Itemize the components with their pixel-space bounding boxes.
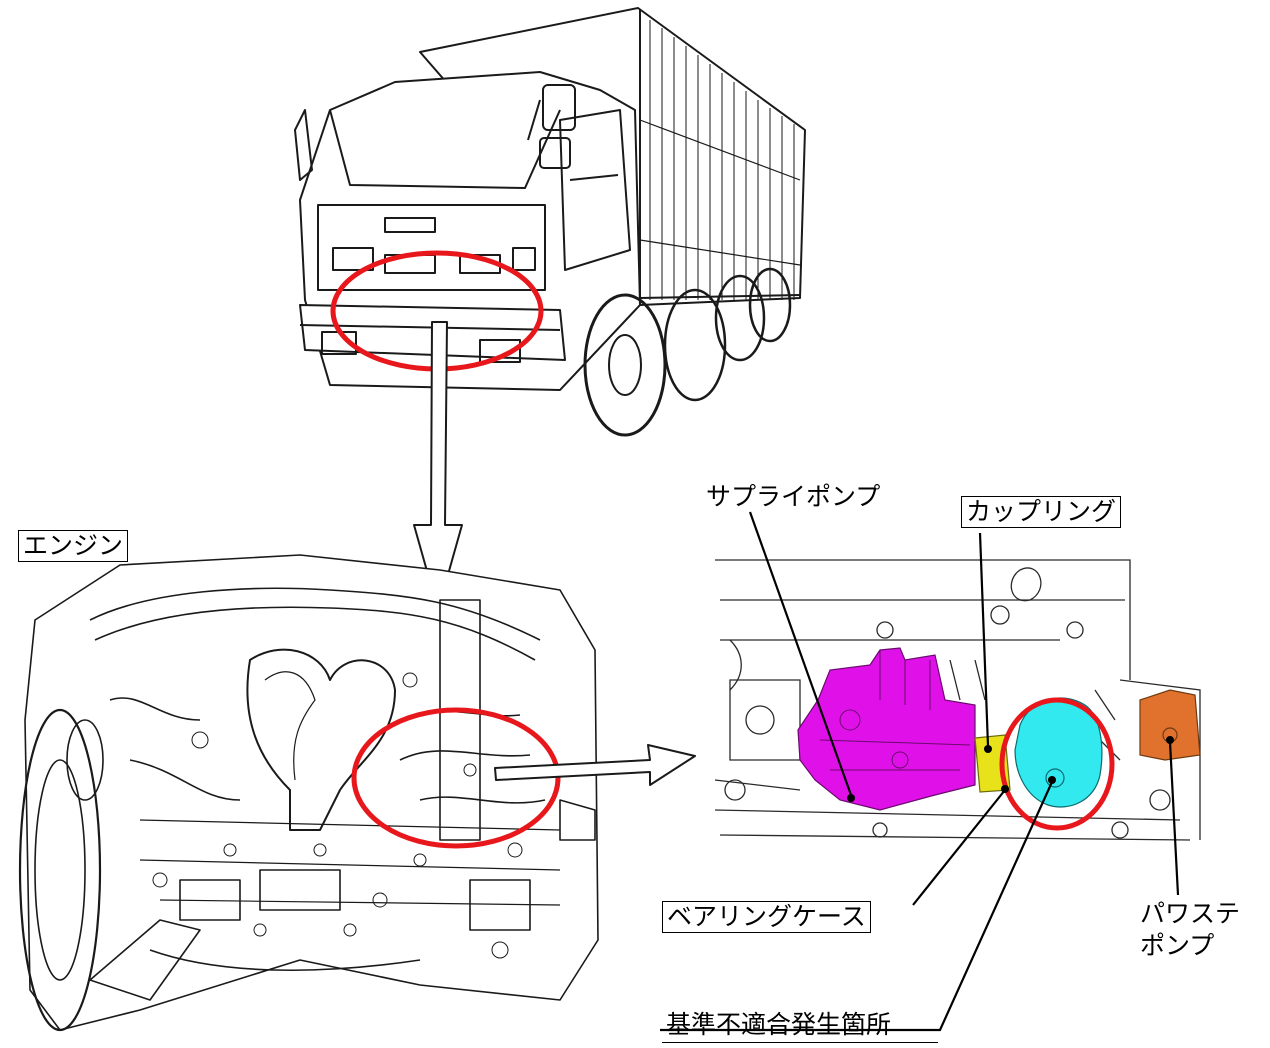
leader-lines <box>660 511 1180 1032</box>
pump-detail-drawing <box>714 548 1201 846</box>
leader-dots <box>847 736 1174 802</box>
engine-pump-highlight <box>351 707 561 849</box>
defect-location-label: 基準不適合発生箇所 <box>662 1010 938 1043</box>
truck-drawing <box>294 7 806 437</box>
supply-pump-label: サプライポンプ <box>706 482 881 511</box>
engine-drawing <box>18 554 599 1032</box>
power-steering-pump-shape <box>1139 689 1201 761</box>
engine-label: エンジン <box>18 530 129 562</box>
bearing-case-label: ベアリングケース <box>662 901 871 933</box>
power-steering-pump-label: パワステ ポンプ <box>1140 898 1240 962</box>
coupling-label: カップリング <box>961 496 1122 528</box>
right-arrow <box>494 744 696 786</box>
down-arrow <box>413 321 463 611</box>
power-steering-label-line1: パワステ <box>1140 899 1241 928</box>
power-steering-label-line2: ポンプ <box>1140 931 1215 960</box>
defect-highlight <box>999 697 1115 831</box>
